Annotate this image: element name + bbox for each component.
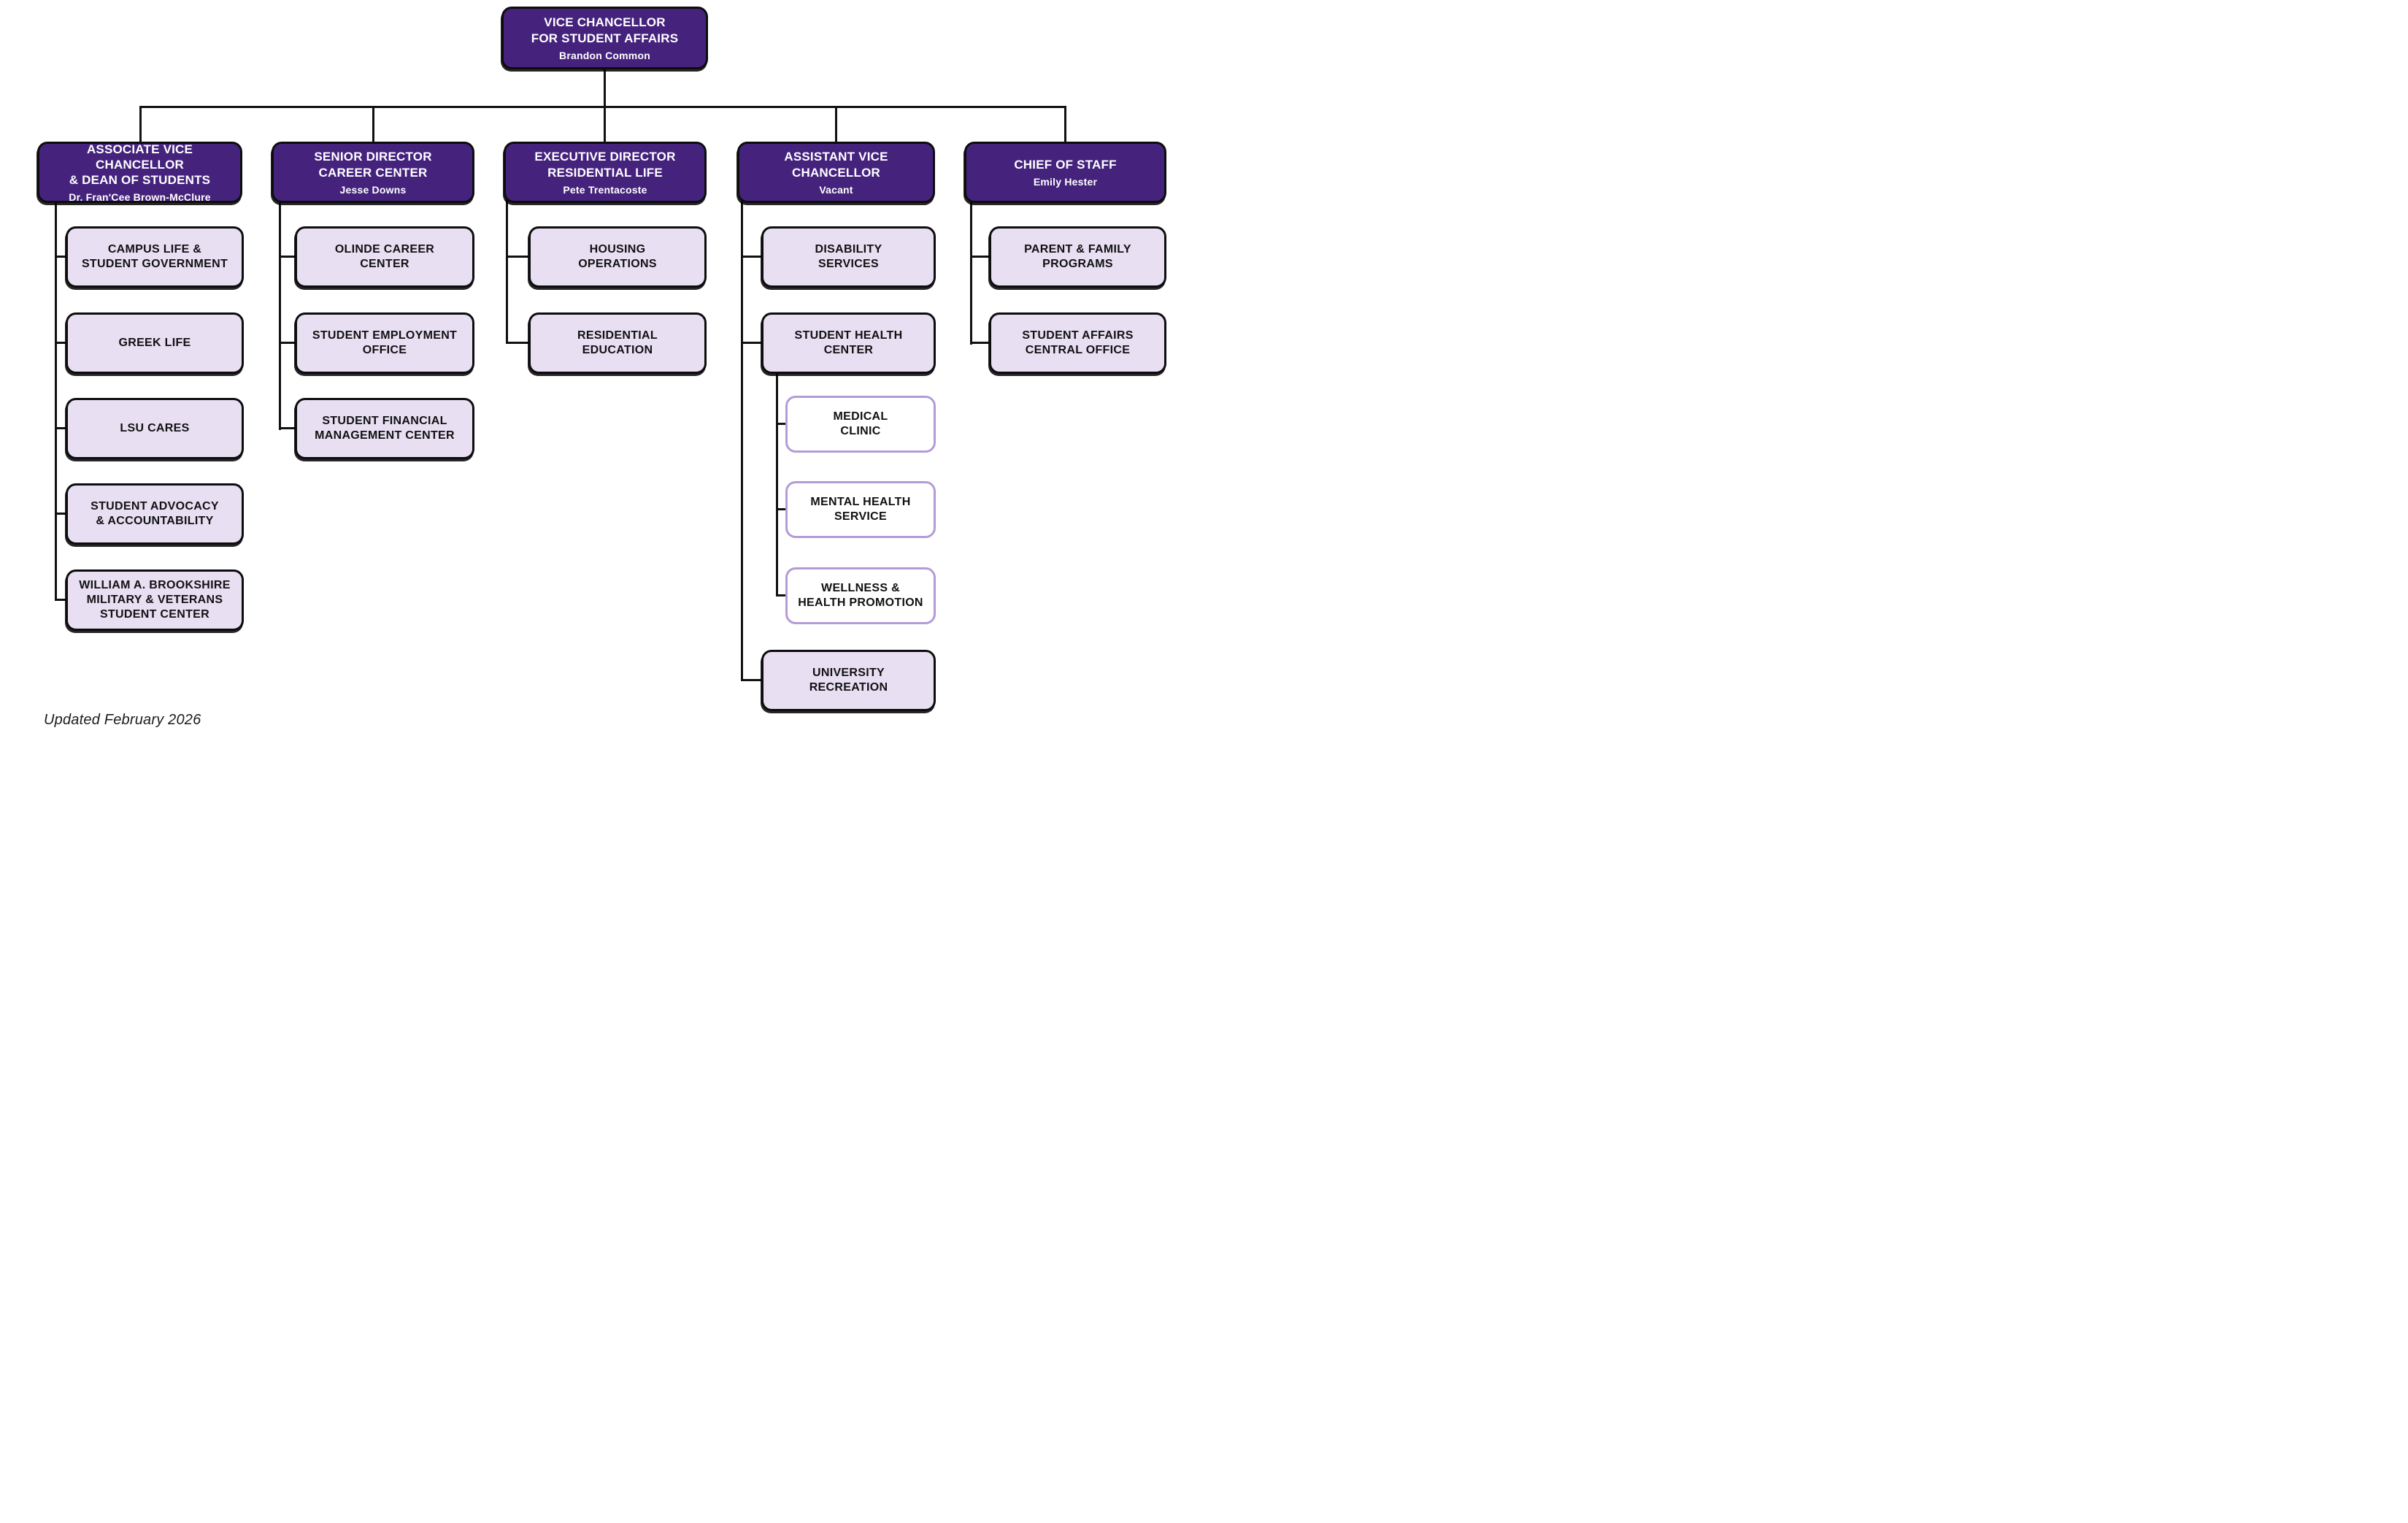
connector-col2-elbow-2	[279, 342, 295, 344]
connector-col5-vertical	[970, 199, 972, 345]
connector-health-elbow-1	[776, 423, 785, 425]
org-box-brookshire-label: WILLIAM A. BROOKSHIRE MILITARY & VETERAN…	[79, 579, 231, 621]
connector-col3-elbow-1	[506, 256, 528, 258]
org-box-brookshire-military-veterans-center: WILLIAM A. BROOKSHIRE MILITARY & VETERAN…	[66, 569, 244, 631]
connector-stub-col2	[372, 106, 374, 142]
org-box-associate-vice-chancellor-name: Dr. Fran'Cee Brown-McClure	[69, 191, 211, 204]
org-box-senior-director-career-center: SENIOR DIRECTOR CAREER CENTER Jesse Down…	[272, 142, 474, 203]
org-box-student-financial-label: STUDENT FINANCIAL MANAGEMENT CENTER	[315, 415, 455, 442]
org-box-associate-vice-chancellor-title: ASSOCIATE VICE CHANCELLOR & DEAN OF STUD…	[69, 142, 211, 188]
org-box-campus-life-label: CAMPUS LIFE & STUDENT GOVERNMENT	[81, 243, 228, 270]
connector-health-elbow-2	[776, 508, 785, 510]
org-box-chief-of-staff-title: CHIEF OF STAFF	[1014, 157, 1117, 172]
connector-col5-elbow-1	[970, 256, 989, 258]
updated-date-note: Updated February 2026	[44, 712, 201, 728]
org-box-wellness-health-promotion: WELLNESS & HEALTH PROMOTION	[785, 567, 936, 624]
org-box-disability-services-label: DISABILITY SERVICES	[815, 243, 882, 270]
org-chart-canvas: VICE CHANCELLOR FOR STUDENT AFFAIRS Bran…	[0, 0, 1204, 762]
connector-root-drop	[604, 69, 606, 107]
org-box-lsu-cares: LSU CARES	[66, 398, 244, 459]
org-box-mental-health-service-label: MENTAL HEALTH SERVICE	[810, 496, 911, 523]
org-box-student-advocacy-label: STUDENT ADVOCACY & ACCOUNTABILITY	[91, 500, 219, 527]
org-box-olinde-label: OLINDE CAREER CENTER	[334, 243, 435, 270]
connector-col1-elbow-5	[55, 599, 66, 601]
connector-col4-elbow-1	[741, 256, 761, 258]
org-box-wellness-label: WELLNESS & HEALTH PROMOTION	[798, 582, 923, 609]
org-box-medical-clinic-label: MEDICAL CLINIC	[833, 410, 888, 437]
org-box-student-health-center: STUDENT HEALTH CENTER	[761, 312, 936, 374]
org-box-executive-director-residential-life: EXECUTIVE DIRECTOR RESIDENTIAL LIFE Pete…	[504, 142, 707, 203]
org-box-student-employment-office: STUDENT EMPLOYMENT OFFICE	[295, 312, 474, 374]
connector-col2-vertical	[279, 199, 281, 430]
org-box-greek-life-label: GREEK LIFE	[118, 337, 191, 350]
org-box-executive-director-title: EXECUTIVE DIRECTOR RESIDENTIAL LIFE	[534, 150, 676, 180]
org-box-senior-director-name: Jesse Downs	[339, 183, 407, 196]
org-box-student-affairs-central-office: STUDENT AFFAIRS CENTRAL OFFICE	[989, 312, 1166, 374]
connector-health-elbow-3	[776, 594, 785, 596]
org-box-assistant-vice-chancellor-name: Vacant	[819, 183, 853, 196]
org-box-parent-family-programs: PARENT & FAMILY PROGRAMS	[989, 226, 1166, 288]
connector-col5-elbow-2	[970, 342, 989, 344]
org-box-vice-chancellor-title: VICE CHANCELLOR FOR STUDENT AFFAIRS	[531, 15, 679, 45]
connector-stub-col4	[835, 106, 837, 142]
org-box-olinde-career-center: OLINDE CAREER CENTER	[295, 226, 474, 288]
org-box-chief-of-staff-name: Emily Hester	[1033, 176, 1098, 188]
org-box-university-recreation-label: UNIVERSITY RECREATION	[809, 667, 888, 694]
org-box-assistant-vice-chancellor: ASSISTANT VICE CHANCELLOR Vacant	[737, 142, 935, 203]
org-box-chief-of-staff: CHIEF OF STAFF Emily Hester	[964, 142, 1166, 203]
org-box-student-health-center-label: STUDENT HEALTH CENTER	[794, 329, 903, 356]
org-box-housing-operations: HOUSING OPERATIONS	[528, 226, 707, 288]
connector-col1-elbow-1	[55, 256, 66, 258]
org-box-university-recreation: UNIVERSITY RECREATION	[761, 650, 936, 711]
org-box-campus-life-student-government: CAMPUS LIFE & STUDENT GOVERNMENT	[66, 226, 244, 288]
connector-health-center-vertical	[776, 369, 778, 596]
org-box-central-office-label: STUDENT AFFAIRS CENTRAL OFFICE	[1022, 329, 1134, 356]
connector-col4-elbow-3	[741, 679, 761, 681]
connector-top-horizontal	[139, 106, 1066, 108]
org-box-greek-life: GREEK LIFE	[66, 312, 244, 374]
connector-stub-col5	[1064, 106, 1066, 142]
org-box-executive-director-name: Pete Trentacoste	[563, 183, 647, 196]
org-box-housing-operations-label: HOUSING OPERATIONS	[578, 243, 657, 270]
connector-col1-elbow-3	[55, 427, 66, 429]
connector-col4-elbow-2	[741, 342, 761, 344]
org-box-disability-services: DISABILITY SERVICES	[761, 226, 936, 288]
connector-col2-elbow-3	[279, 427, 295, 429]
org-box-student-employment-label: STUDENT EMPLOYMENT OFFICE	[312, 329, 458, 356]
connector-col1-elbow-4	[55, 513, 66, 515]
org-box-mental-health-service: MENTAL HEALTH SERVICE	[785, 481, 936, 538]
connector-stub-col3	[604, 106, 606, 142]
connector-col3-vertical	[506, 199, 508, 344]
org-box-residential-education-label: RESIDENTIAL EDUCATION	[577, 329, 658, 356]
org-box-student-financial-management-center: STUDENT FINANCIAL MANAGEMENT CENTER	[295, 398, 474, 459]
connector-col3-elbow-2	[506, 342, 528, 344]
connector-stub-col1	[139, 106, 142, 142]
org-box-vice-chancellor-name: Brandon Common	[559, 49, 650, 61]
org-box-medical-clinic: MEDICAL CLINIC	[785, 396, 936, 453]
connector-col1-elbow-2	[55, 342, 66, 344]
org-box-senior-director-title: SENIOR DIRECTOR CAREER CENTER	[314, 150, 432, 180]
connector-col1-vertical	[55, 199, 57, 601]
org-box-assistant-vice-chancellor-title: ASSISTANT VICE CHANCELLOR	[784, 150, 888, 180]
org-box-student-advocacy-accountability: STUDENT ADVOCACY & ACCOUNTABILITY	[66, 483, 244, 545]
connector-col4-vertical	[741, 199, 743, 681]
org-box-parent-family-label: PARENT & FAMILY PROGRAMS	[1024, 243, 1131, 270]
org-box-vice-chancellor: VICE CHANCELLOR FOR STUDENT AFFAIRS Bran…	[501, 7, 708, 69]
org-box-associate-vice-chancellor: ASSOCIATE VICE CHANCELLOR & DEAN OF STUD…	[37, 142, 242, 203]
org-box-residential-education: RESIDENTIAL EDUCATION	[528, 312, 707, 374]
connector-col2-elbow-1	[279, 256, 295, 258]
org-box-lsu-cares-label: LSU CARES	[120, 422, 190, 435]
